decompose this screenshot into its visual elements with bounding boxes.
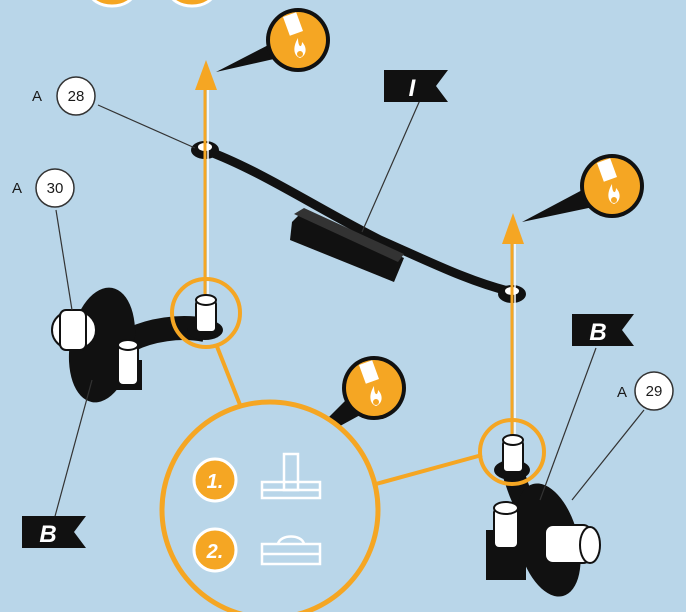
flag-i-letter: I <box>409 75 417 102</box>
flag-b-right: B <box>572 314 634 346</box>
leader-a30 <box>55 209 73 311</box>
callout-a29: A 29 <box>617 371 674 411</box>
leader-flag-b-right <box>539 347 597 501</box>
connector-bar <box>200 145 517 297</box>
left-joint-assembly <box>51 287 223 403</box>
callout-a28-circle <box>56 76 96 116</box>
lift-arrow-left <box>195 60 217 300</box>
step-1-peg-icon <box>260 452 322 500</box>
flag-b-left-letter: B <box>39 521 56 548</box>
flag-i: I <box>384 70 448 102</box>
right-joint-assembly <box>486 434 601 597</box>
step-2-label: 2. <box>206 541 224 563</box>
step-2-badge <box>192 527 238 573</box>
callout-a30-number: 30 <box>47 180 64 197</box>
lift-arrow-right <box>502 213 524 440</box>
highlight-right <box>478 418 546 486</box>
partial-top-badges <box>91 0 213 8</box>
step-1-label: 1. <box>207 471 224 493</box>
callout-a28-prefix: A <box>32 88 42 105</box>
flag-b-left: B <box>22 516 86 548</box>
callout-a28: A 28 <box>32 76 96 116</box>
callout-a29-circle <box>634 371 674 411</box>
detail-circle <box>159 399 381 612</box>
callout-a30-circle <box>35 168 75 208</box>
step-2-peg-icon <box>260 535 322 566</box>
callout-a30-prefix: A <box>12 180 22 197</box>
callout-a29-prefix: A <box>617 384 627 401</box>
flag-b-right-letter: B <box>589 319 606 346</box>
highlight-left <box>170 277 242 349</box>
heat-gun-icon <box>522 154 644 222</box>
step-2: 2. <box>192 527 322 573</box>
leader-flag-b-left <box>53 379 93 521</box>
leader-a28 <box>97 104 196 149</box>
callout-a28-number: 28 <box>68 88 85 105</box>
leader-a29 <box>571 409 645 501</box>
step-1-badge <box>192 457 238 503</box>
step-1: 1. <box>192 452 322 503</box>
heat-gun-icon <box>216 8 330 72</box>
callout-a30: A 30 <box>12 168 75 208</box>
callout-a29-number: 29 <box>646 383 663 400</box>
leader-flag-i <box>361 99 421 233</box>
